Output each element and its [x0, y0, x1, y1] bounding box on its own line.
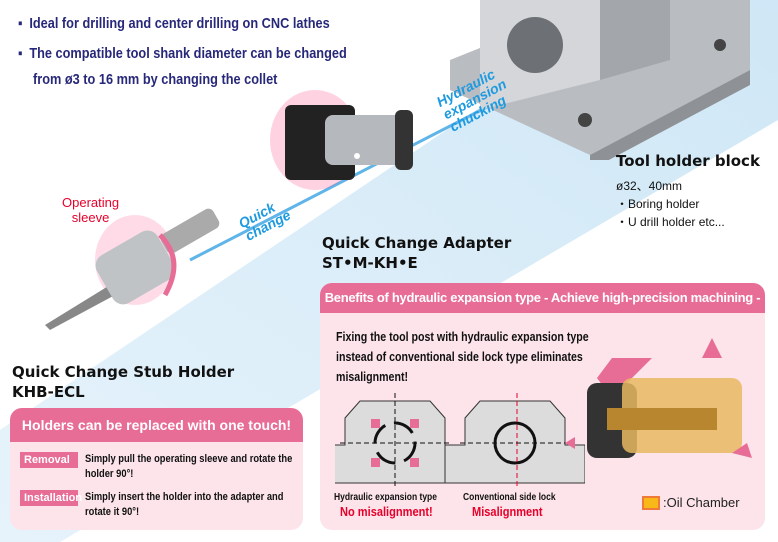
left-result: No misalignment!	[340, 504, 433, 519]
removal-text: Simply pull the operating sleeve and rot…	[85, 453, 293, 480]
right-result: Misalignment	[472, 504, 543, 519]
quick-change-adapter-image	[270, 90, 413, 190]
installation-text: Simply insert the holder into the adapte…	[85, 491, 284, 518]
benefits-description: Fixing the tool post with hydraulic expa…	[336, 330, 589, 384]
installation-tag: Installation	[20, 490, 82, 506]
bullet-1: ▪Ideal for drilling and center drilling …	[18, 15, 330, 32]
side-lock-diagram	[444, 393, 585, 488]
bullet-2-cont: from ø3 to 16 mm by changing the collet	[33, 71, 278, 88]
benefits-panel: Benefits of hydraulic expansion type - A…	[320, 283, 765, 530]
misalignment-diagrams	[335, 393, 585, 488]
benefits-header: Benefits of hydraulic expansion type - A…	[320, 283, 765, 313]
tool-holder-block-title: Tool holder block	[616, 152, 760, 170]
oil-chamber-swatch	[642, 496, 660, 510]
one-touch-header: Holders can be replaced with one touch!	[10, 408, 303, 442]
right-caption: Conventional side lock	[463, 492, 556, 503]
one-touch-panel: Holders can be replaced with one touch! …	[10, 408, 303, 530]
tool-holder-block-specs: ø32、40mm・Boring holder・U drill holder et…	[616, 179, 725, 229]
oil-chamber-legend: :Oil Chamber	[663, 495, 740, 510]
tool-holder-block-image	[450, 0, 750, 160]
left-caption: Hydraulic expansion type	[334, 492, 437, 503]
bullet-2: ▪The compatible tool shank diameter can …	[18, 45, 347, 62]
removal-tag: Removal	[20, 452, 78, 468]
oil-chamber-illustration	[587, 338, 752, 458]
stub-holder-image	[45, 208, 220, 330]
